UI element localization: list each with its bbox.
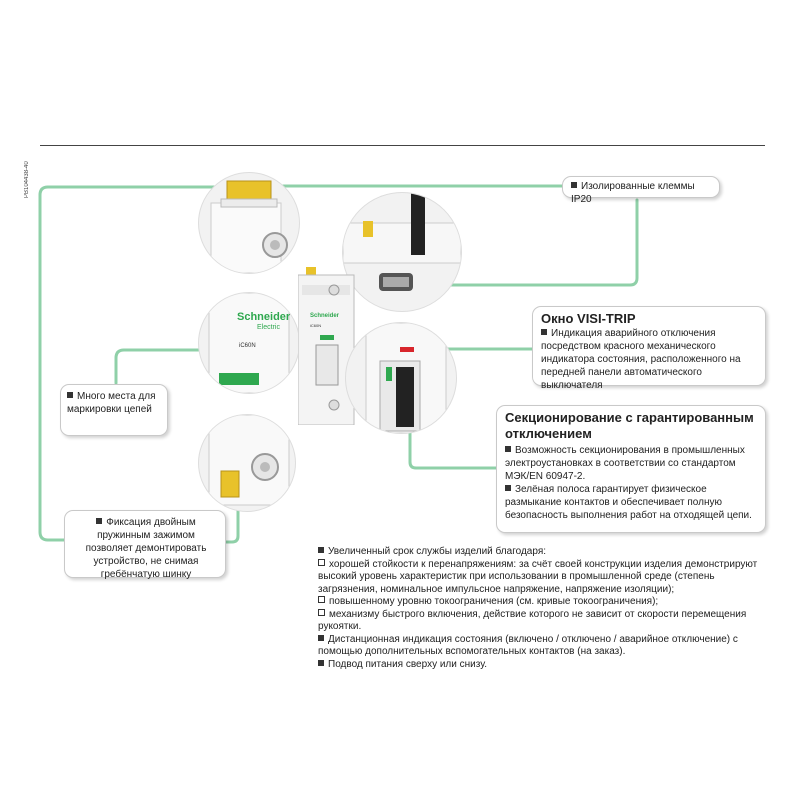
bullet-open-square-icon — [318, 608, 325, 616]
top-terminal-closeup — [198, 172, 300, 274]
callout-clamp: Фиксация двойным пружинным зажимом позво… — [64, 510, 226, 580]
callout-marking: Много места для маркировки цепей — [60, 384, 168, 436]
bottom-terminal-closeup — [198, 414, 296, 512]
leader-isolation — [408, 364, 502, 470]
brand-logo: Schneider — [237, 311, 291, 323]
leader-clamp — [220, 480, 240, 544]
isolation-item: Возможность секционирования в промышленн… — [505, 445, 745, 482]
leader-left-frame — [38, 185, 232, 542]
callout-ip20: Изолированные клеммы IP20 — [562, 176, 720, 205]
feature-list: Увеличенный срок службы изделий благодар… — [318, 546, 770, 671]
bullet-open-square-icon — [318, 558, 325, 566]
visitrip-text: Индикация аварийного отключения посредст… — [541, 328, 741, 391]
isolation-item: Зелёная полоса гарантирует физическое ра… — [505, 484, 752, 521]
list-item: Дистанционная индикация состояния (включ… — [318, 633, 738, 657]
ip20-text: Изолированные клеммы IP20 — [571, 181, 695, 205]
isolation-title: Секционирование с гарантированным отключ… — [505, 410, 754, 441]
bullet-square-icon — [541, 329, 547, 335]
clamp-text: Фиксация двойным пружинным зажимом позво… — [85, 517, 207, 580]
brand-sub: Electric — [257, 324, 280, 331]
bullet-square-icon — [505, 485, 511, 491]
bullet-square-icon — [571, 182, 577, 188]
leader-marking — [114, 348, 258, 385]
bullet-square-icon — [318, 659, 324, 666]
screwdriver-closeup — [342, 192, 462, 312]
bullet-square-icon — [67, 392, 73, 398]
list-item: механизму быстрого включения, действие к… — [318, 608, 747, 632]
device-brand: Schneider — [310, 313, 340, 319]
device-model: iC60N — [310, 323, 322, 328]
callout-visitrip: Окно VISI-TRIP Индикация аварийного откл… — [532, 306, 766, 391]
visitrip-title: Окно VISI-TRIP — [541, 311, 636, 326]
list-item: повышенному уровню токоограничения (см. … — [318, 596, 770, 609]
bullet-open-square-icon — [318, 596, 325, 603]
list-item: хорошей стойкости к перенапряжениям: за … — [318, 558, 758, 595]
visitrip-closeup — [345, 322, 457, 434]
bullet-square-icon — [96, 518, 103, 524]
top-rule — [40, 145, 765, 146]
list-item: Подвод питания сверху или снизу. — [318, 659, 770, 672]
model-label: iC60N — [239, 343, 256, 349]
callout-isolation: Секционирование с гарантированным отключ… — [496, 405, 766, 533]
bullet-square-icon — [318, 634, 324, 641]
bullet-square-icon — [318, 547, 324, 553]
marking-area-closeup: Schneider Electric iC60N — [198, 292, 300, 394]
bullet-square-icon — [505, 446, 511, 452]
leader-ip20-right — [398, 198, 639, 287]
list-item: Увеличенный срок службы изделий благодар… — [318, 546, 770, 559]
breaker-device: Schneider iC60N — [297, 265, 358, 426]
marking-text: Много места для маркировки цепей — [67, 391, 156, 415]
